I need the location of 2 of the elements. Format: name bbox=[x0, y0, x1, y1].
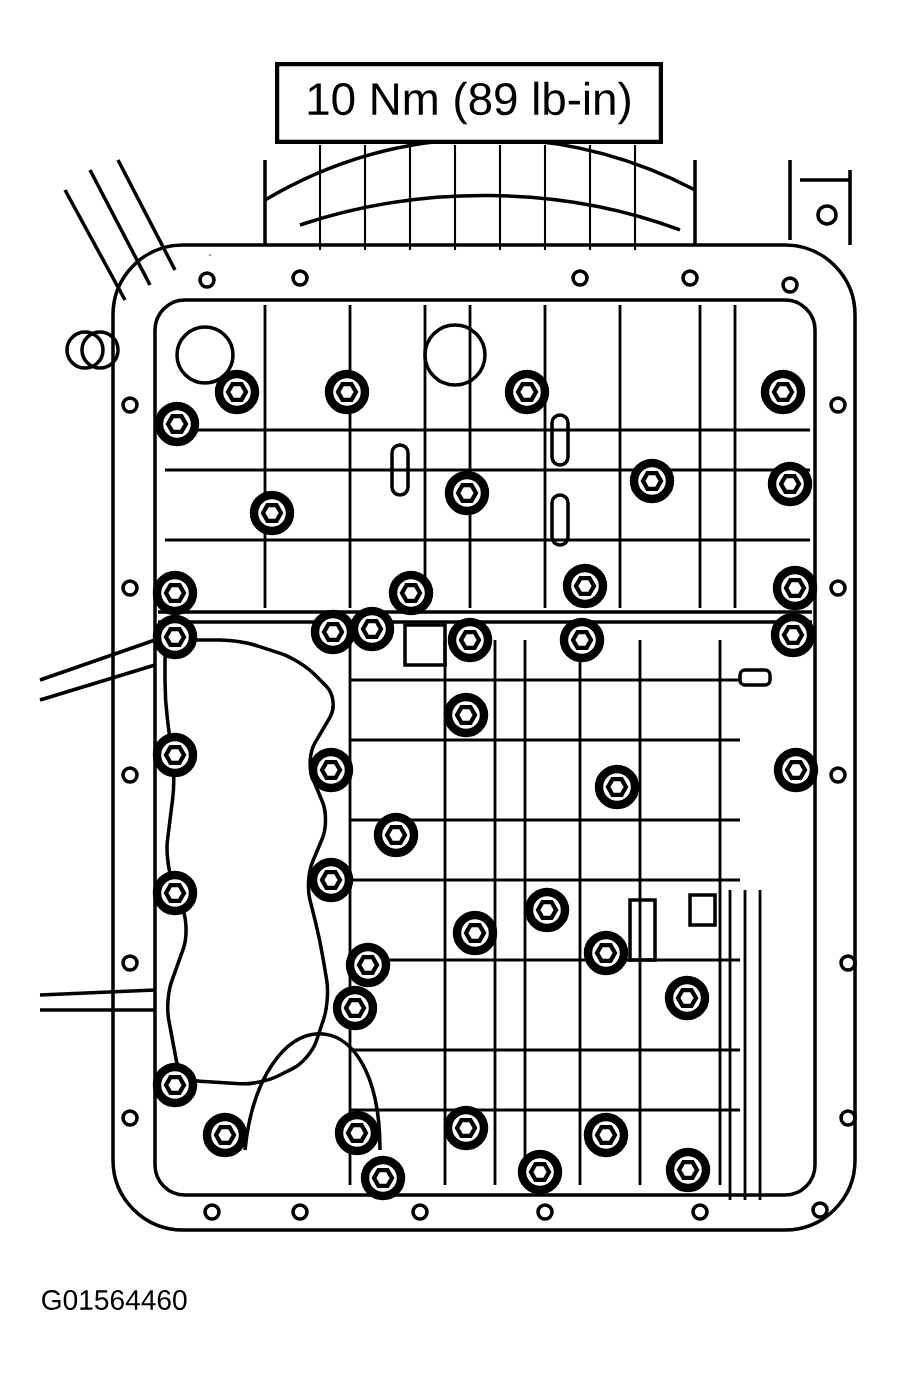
figure-number: G01564460 bbox=[42, 1290, 187, 1310]
torque-spec-box: 10 Nm (89 lb-in) bbox=[275, 62, 663, 144]
